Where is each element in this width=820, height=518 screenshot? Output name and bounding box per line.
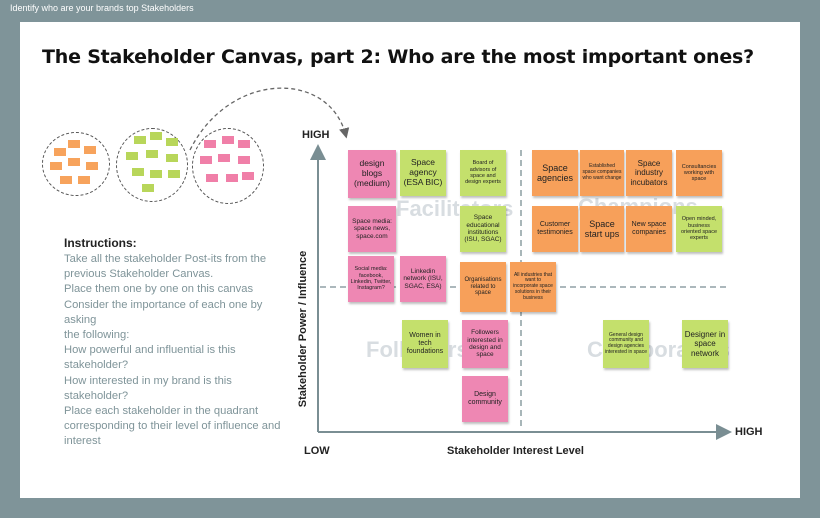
thumbnail-note <box>150 132 162 140</box>
canvas-board: The Stakeholder Canvas, part 2: Who are … <box>20 22 800 498</box>
thumbnail-note <box>142 184 154 192</box>
instruction-line: How interested in my brand is this stake… <box>64 374 232 402</box>
thumbnail-note <box>222 136 234 144</box>
thumbnail-note <box>200 156 212 164</box>
instruction-line: corresponding to their level of influenc… <box>64 420 281 433</box>
thumbnail-note <box>132 168 144 176</box>
instruction-line: Place each stakeholder in the quadrant <box>64 405 259 418</box>
thumbnail-note <box>84 146 96 154</box>
sticky-note[interactable]: Social media: facebook, Linkedin, Twitte… <box>348 256 394 302</box>
thumbnail-note <box>166 154 178 162</box>
instruction-line: stakeholder? <box>64 359 129 372</box>
sticky-note[interactable]: Space educational institutions (ISU, SGA… <box>460 206 506 252</box>
thumbnail-note <box>166 138 178 146</box>
x-axis-title: Stakeholder Interest Level <box>447 445 584 457</box>
sticky-note[interactable]: New space companies <box>626 206 672 252</box>
axis-low-label: LOW <box>304 445 330 457</box>
thumbnail-note <box>54 148 66 156</box>
sticky-note[interactable]: Space agencies <box>532 150 578 196</box>
sticky-note[interactable]: design blogs (medium) <box>348 150 396 198</box>
instruction-line: How powerful and influential is this <box>64 344 236 357</box>
sticky-note[interactable]: Women in tech foundations <box>402 320 448 368</box>
sticky-note[interactable]: Designer in space network <box>682 320 728 368</box>
x-axis-high-label: HIGH <box>735 426 763 438</box>
instruction-line: interest <box>64 435 101 448</box>
y-axis-title: Stakeholder Power / Influence <box>297 250 309 408</box>
thumbnail-note <box>204 140 216 148</box>
thumbnail-note <box>238 156 250 164</box>
thumbnail-circle-left <box>42 132 110 196</box>
instruction-line: Place them one by one on this canvas <box>64 283 254 296</box>
thumbnail-note <box>134 136 146 144</box>
sticky-note[interactable]: All industries that want to incorporate … <box>510 262 556 312</box>
thumbnail-note <box>68 140 80 148</box>
thumbnail-note <box>78 176 90 184</box>
instruction-line: previous Stakeholder Canvas. <box>64 268 214 281</box>
instruction-line: Take all the stakeholder Post-its from t… <box>64 253 267 265</box>
thumbnail-note <box>226 174 238 182</box>
sticky-note[interactable]: Open minded, business oriented space exp… <box>676 206 722 252</box>
thumbnail-note <box>60 176 72 184</box>
sticky-note[interactable]: Space media: space news, space.com <box>348 206 396 252</box>
instruction-line: Consider the importance of each one by a… <box>64 298 263 326</box>
sticky-note[interactable]: Established space companies who want cha… <box>580 150 624 196</box>
thumbnail-note <box>206 174 218 182</box>
thumbnail-note <box>68 158 80 166</box>
thumbnail-circle-middle <box>116 128 188 202</box>
sticky-note[interactable]: Space start ups <box>580 206 624 252</box>
sticky-note[interactable]: Design community <box>462 376 508 422</box>
instructions-heading: Instructions: <box>64 236 137 250</box>
thumbnail-note <box>126 152 138 160</box>
previous-canvas-thumbnails <box>42 126 272 216</box>
sticky-note[interactable]: General design community and design agen… <box>603 320 649 368</box>
sticky-note[interactable]: Organisations related to space <box>460 262 506 312</box>
sticky-note[interactable]: Space industry incubators <box>626 150 672 196</box>
thumbnail-note <box>86 162 98 170</box>
thumbnail-note <box>150 170 162 178</box>
instruction-line: the following: <box>64 329 130 342</box>
sticky-note[interactable]: Followers interested in design and space <box>462 320 508 368</box>
y-axis-high-label: HIGH <box>302 129 330 141</box>
sticky-note[interactable]: Board of advisors of space and design ex… <box>460 150 506 196</box>
thumbnail-note <box>146 150 158 158</box>
thumbnail-note <box>242 172 254 180</box>
sticky-note[interactable]: Linkedin network (ISU, SGAC, ESA) <box>400 256 446 302</box>
sticky-note[interactable]: Space agency (ESA BIC) <box>400 150 446 196</box>
thumbnail-note <box>168 170 180 178</box>
thumbnail-note <box>238 140 250 148</box>
sticky-note[interactable]: Consultancies working with space <box>676 150 722 196</box>
sticky-note[interactable]: Customer testimonies <box>532 206 578 252</box>
instructions-panel: Instructions: Take all the stakeholder P… <box>64 236 294 450</box>
thumbnail-note <box>50 162 62 170</box>
frame-title: Identify who are your brands top Stakeho… <box>10 3 194 13</box>
page-title: The Stakeholder Canvas, part 2: Who are … <box>42 46 754 68</box>
thumbnail-note <box>218 154 230 162</box>
